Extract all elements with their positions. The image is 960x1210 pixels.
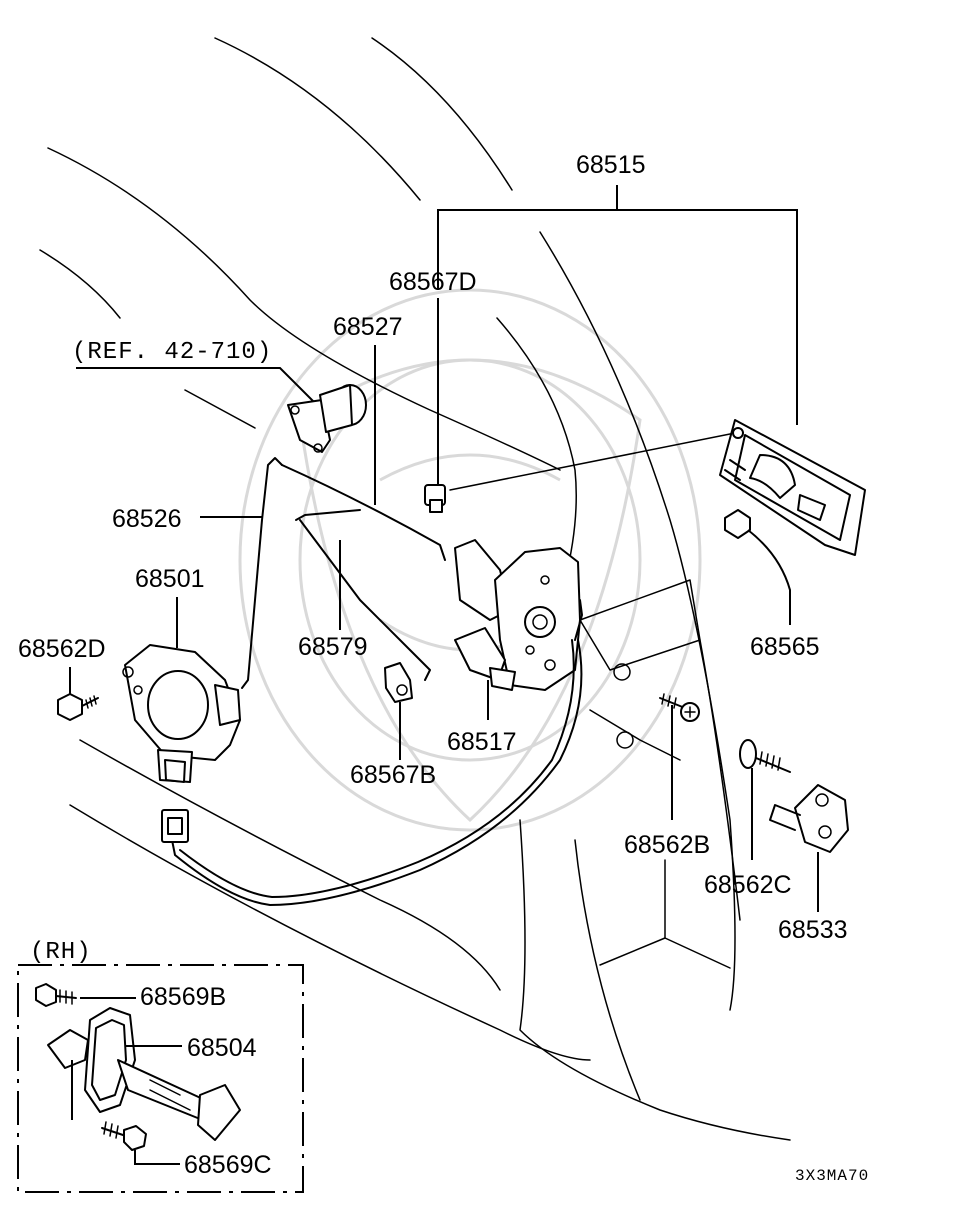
door-body-outline <box>39 37 791 1141</box>
cable-harness-inner <box>179 639 575 898</box>
nut-68565 <box>724 509 751 539</box>
diagram-code: 3X3MA70 <box>795 1167 869 1185</box>
clip-68567d <box>424 484 446 513</box>
part-label-68515: 68515 <box>576 151 646 179</box>
part-label-68504: 68504 <box>187 1034 257 1062</box>
part-label-68562b: 68562B <box>624 831 710 859</box>
harness-connector <box>161 809 189 843</box>
bolt-68569b <box>35 983 77 1007</box>
leader-68569c <box>134 1150 180 1165</box>
part-label-68527: 68527 <box>333 313 403 341</box>
bolt-68569c <box>101 1121 147 1151</box>
door-striker <box>769 784 849 853</box>
cable-harness <box>171 639 583 906</box>
bracket-68515 <box>437 185 798 425</box>
part-label-68562c: 68562C <box>704 871 792 899</box>
part-label-68569b: 68569B <box>140 983 226 1011</box>
rh-label: (RH) <box>30 939 92 966</box>
clip-68567b <box>384 662 413 703</box>
bolt-68562c <box>739 739 791 773</box>
part-label-68567d: 68567D <box>389 268 477 296</box>
door-latch-assembly <box>454 539 583 691</box>
part-label-68517: 68517 <box>447 728 517 756</box>
link-line-clip-to-handle <box>449 432 736 491</box>
part-label-68579: 68579 <box>298 633 368 661</box>
key-cylinder <box>287 384 367 453</box>
part-label-68501: 68501 <box>135 565 205 593</box>
part-label-68569c: 68569C <box>184 1151 272 1179</box>
part-label-68533: 68533 <box>778 916 848 944</box>
part-label-68526: 68526 <box>112 505 182 533</box>
leader-reference <box>76 367 321 409</box>
part-label-68567b: 68567B <box>350 761 436 789</box>
part-label-68565: 68565 <box>750 633 820 661</box>
rods <box>241 457 446 689</box>
part-label-68562d: 68562D <box>18 635 106 663</box>
leader-68565 <box>747 529 791 625</box>
reference-label: (REF. 42-710) <box>72 339 272 366</box>
screw-68562b <box>659 693 700 722</box>
rh-box-border <box>17 964 304 1193</box>
lock-actuator <box>122 644 241 783</box>
inside-handle-assembly <box>719 419 866 556</box>
screw-68562d <box>57 693 99 721</box>
door-check <box>47 1007 241 1141</box>
